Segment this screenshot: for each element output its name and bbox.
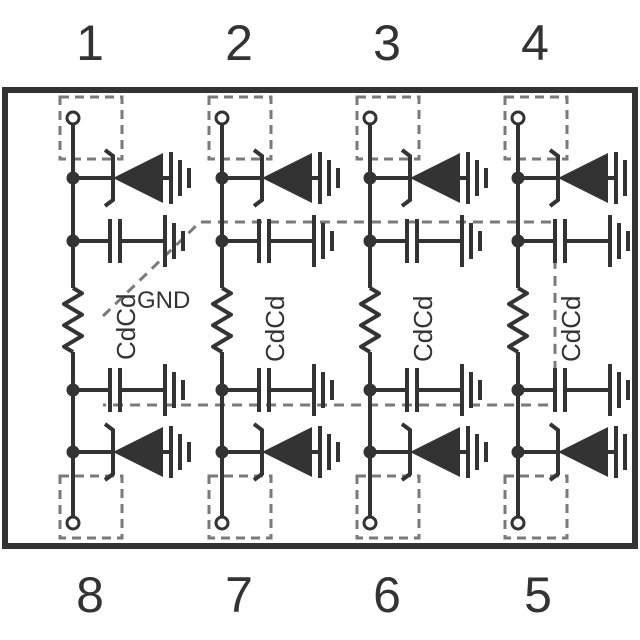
ground-icon xyxy=(614,152,636,204)
capacitor-icon xyxy=(553,368,567,412)
ground-icon xyxy=(163,364,185,416)
terminal-circle xyxy=(65,515,81,531)
tvs-diode-icon xyxy=(400,148,460,208)
pin-6-label: 6 xyxy=(373,567,401,623)
terminal-circle xyxy=(65,110,81,126)
terminal-circle xyxy=(510,110,526,126)
ground-icon xyxy=(312,215,334,267)
filter-channel-2: CdCd xyxy=(207,95,340,540)
tvs-diode-icon xyxy=(103,148,163,208)
pin-4-label: 4 xyxy=(521,15,549,71)
capacitor-icon xyxy=(108,219,122,263)
terminal-circle xyxy=(214,110,230,126)
filter-channel-3: CdCd xyxy=(355,95,488,540)
capacitor-pair-label: CdCd xyxy=(111,294,141,360)
gnd-label: GND xyxy=(137,287,190,314)
capacitor-pair-label: CdCd xyxy=(408,296,438,362)
terminal-circle xyxy=(214,515,230,531)
capacitor-pair-label: CdCd xyxy=(260,296,290,362)
tvs-diode-icon xyxy=(103,422,163,482)
ground-icon xyxy=(318,152,340,204)
ground-icon xyxy=(460,215,482,267)
pin-8-label: 8 xyxy=(76,567,104,623)
ground-icon xyxy=(169,152,191,204)
ground-icon xyxy=(466,426,488,478)
capacitor-icon xyxy=(405,219,419,263)
pin-5-label: 5 xyxy=(524,567,552,623)
terminal-circle xyxy=(362,515,378,531)
terminal-circle xyxy=(510,515,526,531)
pin-2-label: 2 xyxy=(225,15,253,71)
top-pin-pad xyxy=(207,95,273,161)
ground-icon xyxy=(608,364,630,416)
tvs-diode-icon xyxy=(548,148,608,208)
resistor-icon xyxy=(359,286,381,354)
filter-channel-4: CdCd xyxy=(503,95,636,540)
tvs-diode-icon xyxy=(252,422,312,482)
package-outline xyxy=(2,87,638,549)
filter-channel-1: CdCd xyxy=(58,95,191,540)
channel-group-container: CdCd CdCd CdCd CdCd xyxy=(58,95,636,540)
top-pin-pad xyxy=(503,95,569,161)
tvs-diode-icon xyxy=(252,148,312,208)
ground-icon xyxy=(318,426,340,478)
bottom-pin-pad xyxy=(503,474,569,540)
pin-3-label: 3 xyxy=(373,15,401,71)
top-pin-pad xyxy=(58,95,124,161)
ground-icon xyxy=(163,215,185,267)
gnd-net-boundary xyxy=(101,220,557,407)
ground-icon xyxy=(460,364,482,416)
resistor-icon xyxy=(507,286,529,354)
ground-icon xyxy=(614,426,636,478)
bottom-pin-pad xyxy=(207,474,273,540)
terminal-circle xyxy=(362,110,378,126)
capacitor-icon xyxy=(257,219,271,263)
pin-7-label: 7 xyxy=(225,567,253,623)
capacitor-icon xyxy=(553,219,567,263)
ground-icon xyxy=(608,215,630,267)
capacitor-pair-label: CdCd xyxy=(556,296,586,362)
tvs-diode-icon xyxy=(400,422,460,482)
resistor-icon xyxy=(211,286,233,354)
tvs-diode-icon xyxy=(548,422,608,482)
ground-icon xyxy=(169,426,191,478)
top-pin-pad xyxy=(355,95,421,161)
resistor-icon xyxy=(62,286,84,354)
capacitor-icon xyxy=(257,368,271,412)
bottom-pin-pad xyxy=(355,474,421,540)
ground-icon xyxy=(466,152,488,204)
ground-icon xyxy=(312,364,334,416)
bottom-pin-pad xyxy=(58,474,124,540)
pin-1-label: 1 xyxy=(76,15,104,71)
